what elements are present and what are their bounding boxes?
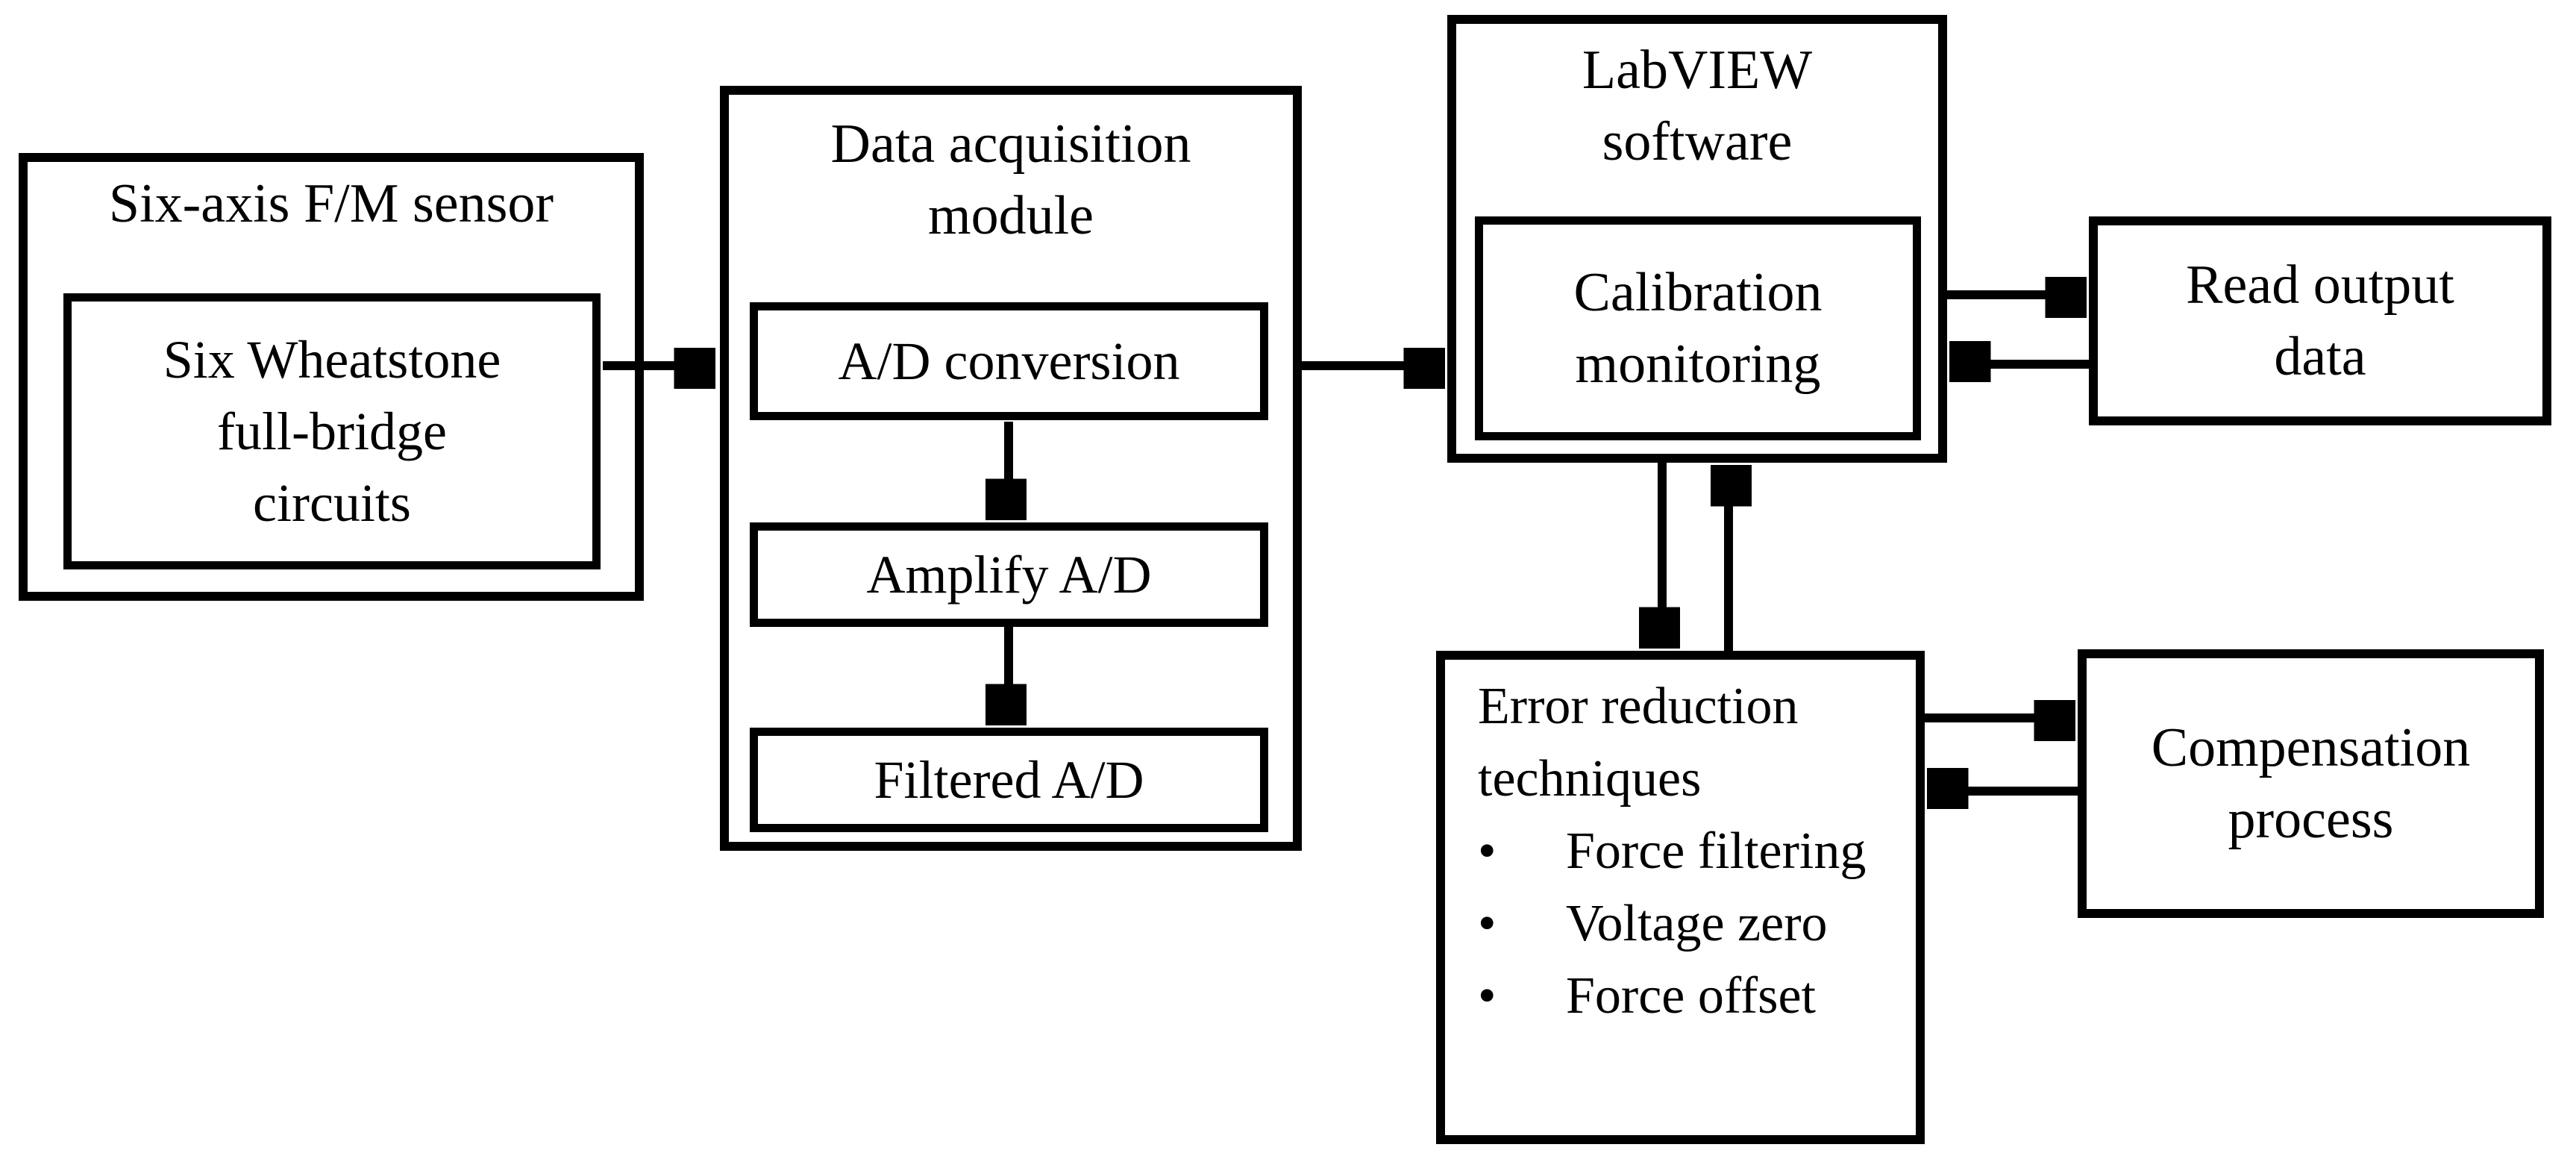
ad-conversion-label: A/D conversion [838, 331, 1180, 391]
labview-title: LabVIEW software [1456, 34, 1938, 178]
calibration-line-1: Calibration [1573, 262, 1823, 323]
box-filtered-ad: Filtered A/D [750, 728, 1268, 832]
wheatstone-line-1: Six Wheatstone [163, 330, 501, 390]
daq-title-line-1: Data acquisition [830, 113, 1191, 175]
wheatstone-label: Six Wheatstone full-bridge circuits [72, 302, 592, 561]
box-error-reduction-techniques: Error reduction techniques • Force filte… [1436, 651, 1925, 1144]
error-reduction-title: Error reduction techniques [1478, 670, 1901, 815]
compensation-line-2: process [2228, 789, 2394, 850]
box-data-acquisition-module: Data acquisition module A/D conversion A… [720, 86, 1302, 851]
read-output-data-label: Read output data [2098, 225, 2542, 416]
box-wheatstone-circuits: Six Wheatstone full-bridge circuits [63, 293, 601, 569]
bullet-text-force-filtering: Force filtering [1566, 822, 1867, 880]
read-output-line-2: data [2274, 326, 2366, 387]
bullet-item-force-filtering: • Force filtering [1478, 815, 1901, 887]
labview-title-line-1: LabVIEW [1582, 40, 1813, 101]
box-amplify-ad: Amplify A/D [750, 522, 1268, 627]
box-calibration-monitoring: Calibration monitoring [1475, 216, 1921, 440]
bullet-icon: • [1478, 895, 1497, 952]
filtered-ad-label: Filtered A/D [874, 749, 1144, 810]
bullet-text-force-offset: Force offset [1566, 967, 1816, 1025]
wheatstone-line-2: full-bridge [217, 402, 447, 461]
read-output-line-1: Read output [2186, 254, 2454, 316]
bullet-icon: • [1478, 967, 1497, 1025]
wheatstone-line-3: circuits [253, 473, 411, 533]
box-compensation-process: Compensation process [2078, 649, 2544, 918]
calibration-line-2: monitoring [1575, 334, 1821, 395]
compensation-line-1: Compensation [2151, 717, 2471, 778]
amplify-ad-label: Amplify A/D [866, 544, 1152, 605]
bullet-text-voltage-zero: Voltage zero [1566, 895, 1828, 952]
labview-title-line-2: software [1602, 111, 1793, 172]
bullet-item-force-offset: • Force offset [1478, 960, 1901, 1032]
error-title-line-1: Error reduction [1478, 678, 1799, 735]
bullet-icon: • [1478, 822, 1497, 880]
six-axis-fm-sensor-title: Six-axis F/M sensor [108, 173, 554, 234]
calibration-monitoring-label: Calibration monitoring [1483, 225, 1913, 432]
daq-title-line-2: module [928, 185, 1094, 246]
error-reduction-content: Error reduction techniques • Force filte… [1445, 660, 1916, 1135]
box-read-output-data: Read output data [2089, 216, 2551, 425]
error-title-line-2: techniques [1478, 750, 1702, 808]
compensation-process-label: Compensation process [2087, 658, 2535, 909]
box-ad-conversion: A/D conversion [750, 302, 1268, 420]
box-labview-software: LabVIEW software Calibration monitoring [1447, 15, 1947, 463]
box-six-axis-fm-sensor: Six-axis F/M sensor Six Wheatstone full-… [19, 153, 644, 601]
daq-title: Data acquisition module [729, 108, 1293, 252]
bullet-item-voltage-zero: • Voltage zero [1478, 887, 1901, 960]
